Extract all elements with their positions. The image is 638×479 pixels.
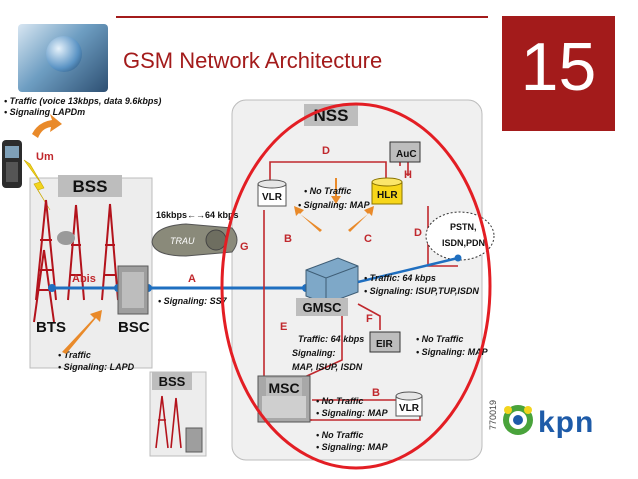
d-top-label: D	[322, 145, 330, 157]
a-label: A	[188, 273, 196, 285]
kpn-logo-text: kpn	[538, 406, 595, 439]
d-right-label: D	[414, 227, 422, 239]
eir-signaling-text: • Signaling: MAP	[416, 347, 489, 357]
bts-traffic-text: • Traffic	[58, 350, 91, 360]
globe-orb	[46, 36, 82, 72]
e-signaling-text: Signaling:	[292, 348, 336, 358]
b-signaling-text: • Signaling: MAP	[316, 408, 389, 418]
um-traffic-text: • Traffic (voice 13kbps, data 9.6kbps)	[4, 96, 161, 106]
bss-title-box	[58, 175, 122, 197]
kpn-crown-icon	[503, 405, 533, 435]
b-upper-label: B	[284, 233, 292, 245]
e-protocols-text: MAP, ISUP, ISDN	[292, 362, 363, 372]
gmsc-pstn-link	[357, 256, 459, 284]
f-label: F	[366, 313, 373, 325]
nss-title-box	[304, 104, 358, 126]
c-label: C	[364, 233, 372, 245]
lightning-icon	[23, 159, 51, 211]
slide-title: GSM Network Architecture	[123, 48, 383, 73]
trau-device-icon	[151, 223, 238, 257]
bottom-signaling-text: • Signaling: MAP	[316, 442, 389, 452]
nss-highlight-ellipse	[220, 102, 492, 470]
um-arrow-icon	[32, 114, 62, 138]
bts-signaling-text: • Signaling: LAPD	[58, 362, 135, 372]
gmsc-traffic-text: • Traffic: 64 kbps	[364, 273, 436, 283]
bss2-label: BSS	[159, 374, 186, 389]
bss2-cabinet-icon	[185, 427, 203, 453]
bss2-title-box	[152, 372, 192, 390]
eir-no-traffic-text: • No Traffic	[416, 334, 463, 344]
gmsc-signaling-text: • Signaling: ISUP,TUP,ISDN	[364, 286, 479, 296]
hlr-label: HLR	[377, 190, 398, 201]
gmsc-switch-icon	[305, 257, 359, 305]
msc-label-box	[266, 378, 302, 396]
e-traffic-text: Traffic: 64 kbps	[298, 334, 364, 344]
slide-number-box: 15	[502, 16, 615, 131]
hlr-no-traffic-text: • No Traffic	[304, 186, 351, 196]
title-rule	[116, 16, 488, 18]
mobile-phone-icon	[2, 140, 22, 188]
eir-label: EIR	[376, 339, 393, 350]
slide-number: 15	[520, 29, 597, 105]
auc-box	[389, 141, 421, 163]
arrow-c-icon	[348, 206, 374, 232]
hlr-icon	[371, 177, 403, 205]
globe-image	[18, 24, 108, 92]
g-label: G	[240, 241, 249, 253]
nss-label: NSS	[314, 106, 349, 125]
vlr-bottom-label: VLR	[399, 403, 420, 414]
abis-node-left	[48, 284, 56, 292]
vlr-top-icon	[257, 179, 287, 207]
vlr-bottom-icon	[395, 391, 423, 417]
image-code: 770019	[488, 399, 498, 430]
a-signaling-text: • Signaling: SS7	[158, 296, 228, 306]
trau-label: TRAU	[170, 236, 195, 246]
eir-box	[369, 331, 401, 353]
e-label: E	[280, 321, 287, 333]
b-no-traffic-text: • No Traffic	[316, 396, 363, 406]
bsc-cabinet-icon	[117, 265, 149, 315]
h-label: H	[404, 169, 412, 181]
bss-label: BSS	[73, 177, 108, 196]
rate-text: 16kbps←→64 kbps	[156, 210, 239, 220]
bottom-no-traffic-text: • No Traffic	[316, 430, 363, 440]
abis-label: Abis	[72, 273, 96, 285]
auc-label: AuC	[396, 149, 417, 160]
bss2-towers-icon	[155, 395, 182, 449]
antenna-dish-icon	[57, 231, 75, 245]
pstn-label: PSTN,	[450, 222, 477, 232]
msc-label: MSC	[268, 380, 299, 396]
gmsc-pstn-node	[454, 254, 462, 262]
gmsc-label-box	[296, 298, 348, 316]
isdn-label: ISDN,PDN	[442, 238, 485, 248]
arrow-b-icon	[294, 206, 322, 232]
b-lower-label: B	[372, 387, 380, 399]
arrow-d-icon	[331, 178, 341, 204]
um-signaling-text: • Signaling LAPDm	[4, 107, 85, 117]
um-label: Um	[36, 151, 54, 163]
bts-arrow-icon	[62, 310, 102, 354]
gmsc-label: GMSC	[303, 300, 343, 315]
bts-label: BTS	[36, 319, 66, 336]
vlr-top-label: VLR	[262, 192, 283, 203]
bsc-label: BSC	[118, 319, 150, 336]
hlr-signaling-text: • Signaling: MAP	[298, 200, 371, 210]
